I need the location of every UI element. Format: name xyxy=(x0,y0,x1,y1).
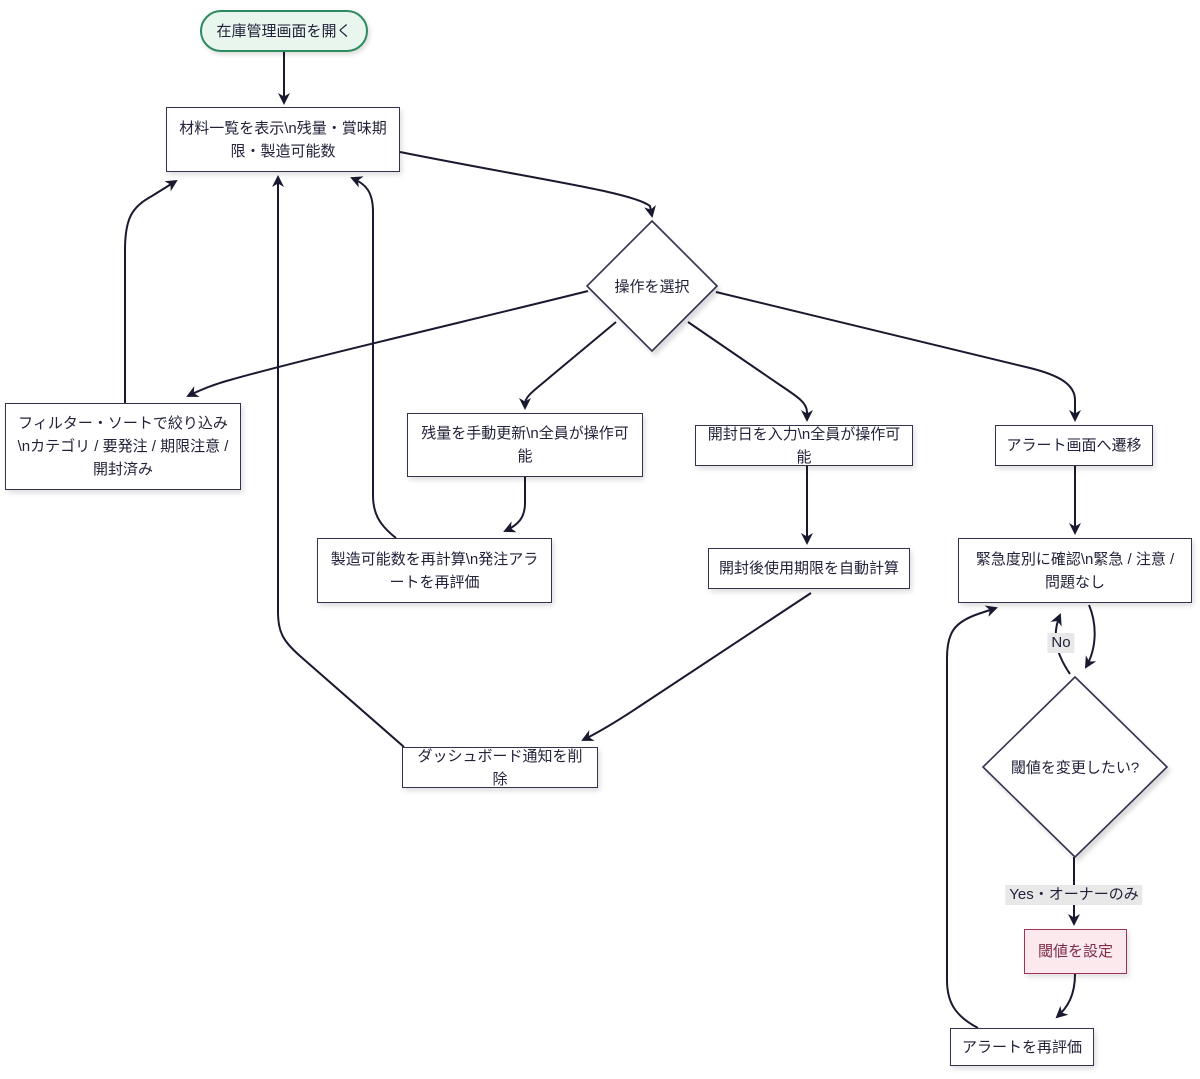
node-delete-dashboard-notice: ダッシュボード通知を削除 xyxy=(402,747,598,788)
node-filter-sort: フィルター・ソートで絞り込み\nカテゴリ / 要発注 / 期限注意 / 開封済み xyxy=(5,403,241,490)
decision-select-action-shape xyxy=(585,219,719,353)
edge-select-to-filter xyxy=(186,290,589,397)
node-material-list: 材料一覧を表示\n残量・賞味期限・製造可能数 xyxy=(166,107,400,172)
edge-realert-to-urgency xyxy=(946,605,998,1029)
edge-select-to-update xyxy=(519,321,617,410)
decision-change-threshold-label: 閾値を変更したい? xyxy=(1010,759,1140,777)
edge-recalc-to-list xyxy=(350,176,397,539)
node-reevaluate-alert: アラートを再評価 xyxy=(950,1028,1094,1066)
edge-select-to-alert-screen xyxy=(715,291,1081,422)
decision-change-threshold-shape xyxy=(981,675,1169,859)
edge-threshold-set-to-realert xyxy=(1055,973,1076,1019)
node-check-urgency: 緊急度別に確認\n緊急 / 注意 / 問題なし xyxy=(958,538,1192,603)
edge-dashboard-to-list xyxy=(272,175,405,748)
edge-expiry-to-dashboard xyxy=(581,592,812,741)
node-set-threshold: 閾値を設定 xyxy=(1024,929,1127,974)
node-auto-calc-expiry: 開封後使用期限を自動計算 xyxy=(708,548,910,589)
edge-list-to-select xyxy=(399,151,656,218)
node-manual-update: 残量を手動更新\n全員が操作可能 xyxy=(407,413,643,477)
decision-select-action-label: 操作を選択 xyxy=(614,278,690,296)
node-goto-alert-screen: アラート画面へ遷移 xyxy=(995,425,1153,466)
edge-filter-to-list xyxy=(124,179,178,403)
edge-update-to-recalc xyxy=(503,477,526,533)
node-enter-open-date: 開封日を入力\n全員が操作可能 xyxy=(695,425,913,466)
node-open-inventory-screen: 在庫管理画面を開く xyxy=(200,10,368,52)
edge-label-yes-owner-only: Yes・オーナーのみ xyxy=(1005,885,1143,905)
edge-select-to-open-date xyxy=(687,321,813,422)
edge-urgency-to-threshold-q xyxy=(1084,604,1097,669)
edge-label-no: No xyxy=(1047,633,1075,653)
node-recalc-producible: 製造可能数を再計算\n発注アラートを再評価 xyxy=(317,538,552,603)
